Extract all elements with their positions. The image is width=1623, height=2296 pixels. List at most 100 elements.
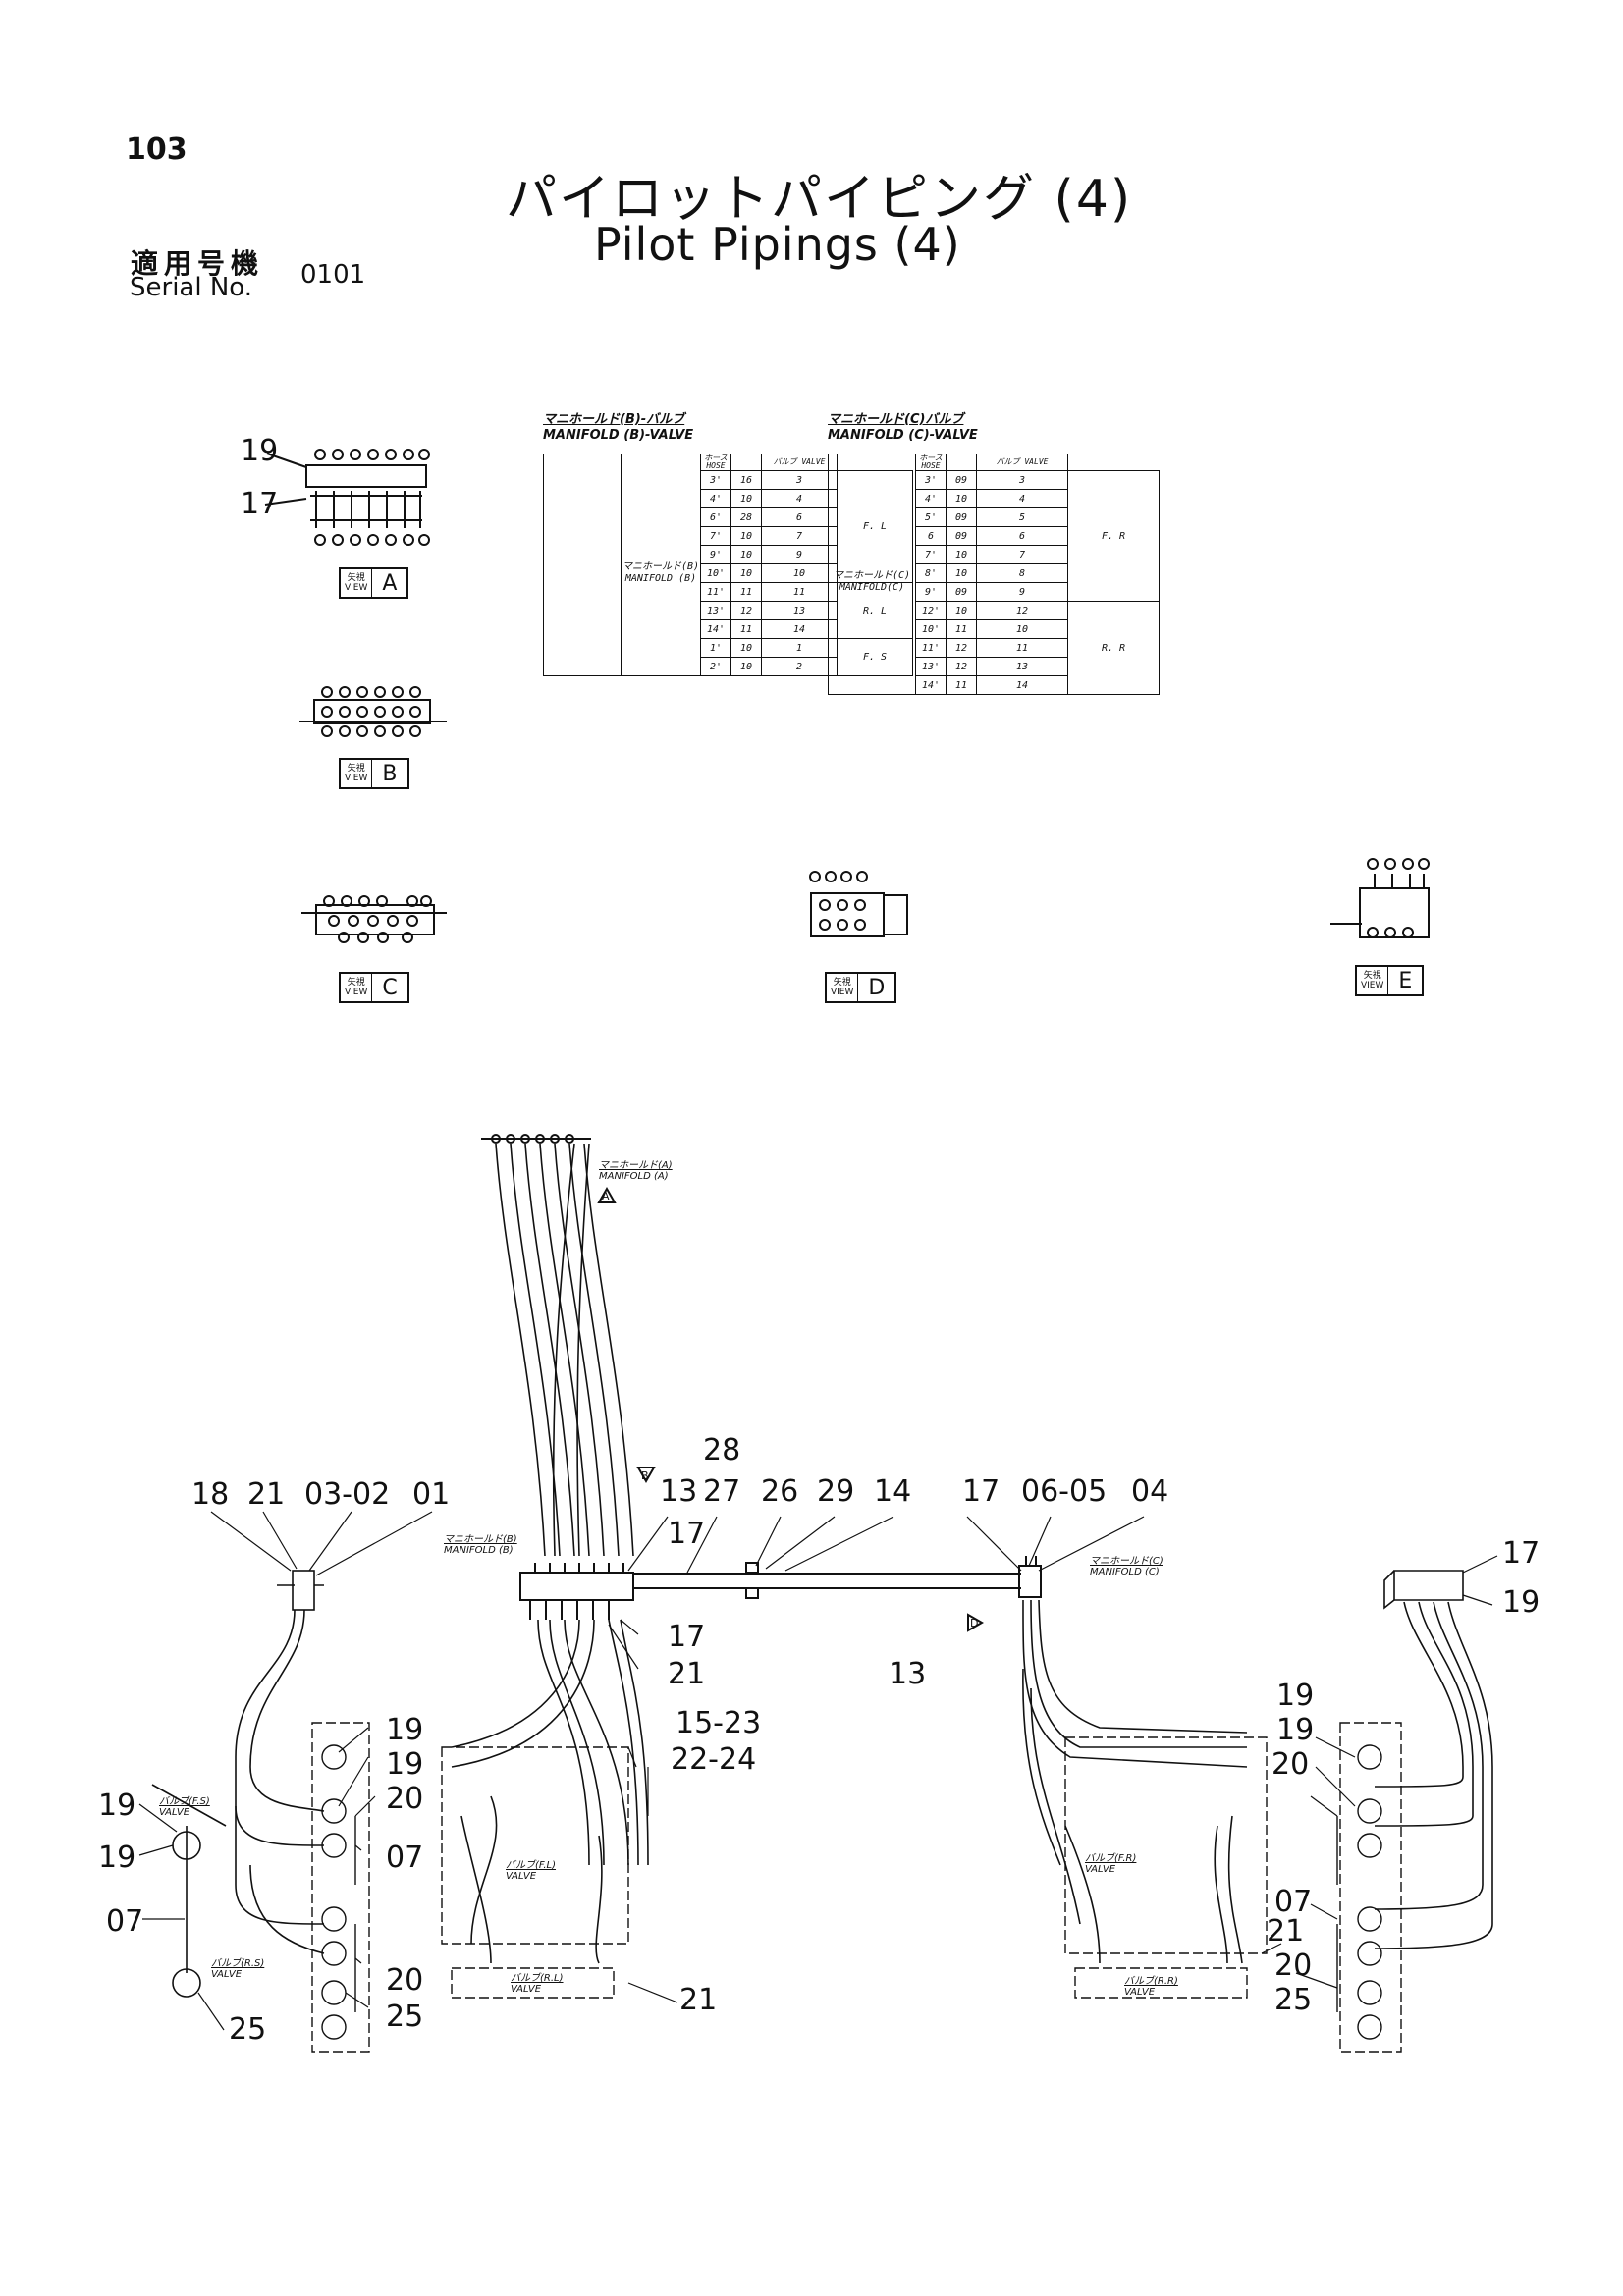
- callout-17-right: 17: [1502, 1536, 1541, 1571]
- callout-06-05: 06-05: [1021, 1474, 1108, 1509]
- callout-07-far-left: 07: [106, 1904, 144, 1939]
- table-c-group-rr: R. R: [1067, 601, 1160, 695]
- table-b-title-en: MANIFOLD (B)-VALVE: [543, 428, 694, 443]
- table-c-group-fr: F. R: [1067, 470, 1160, 602]
- callout-03-02: 03-02: [304, 1477, 391, 1512]
- manifold-b-label: マニホールド(B)MANIFOLD (B): [444, 1534, 517, 1556]
- callout-21-top-left: 21: [247, 1477, 286, 1512]
- left-fs-rs-hoses: [151, 1570, 325, 1998]
- view-arrow-a: A: [602, 1190, 610, 1202]
- callout-19-far-left-1: 19: [98, 1789, 136, 1823]
- view-b-manifold: [299, 686, 447, 737]
- callout-17-under-manifold-b: 17: [668, 1620, 706, 1654]
- page-title-english: Pilot Pipings (4): [594, 218, 961, 271]
- serial-label-english: Serial No.: [130, 273, 252, 302]
- view-arrow-d: D: [970, 1617, 978, 1629]
- hoses-manifold-c-to-valves: [1022, 1599, 1248, 1964]
- callout-01: 01: [412, 1477, 451, 1512]
- callout-19-left-1: 19: [386, 1713, 424, 1747]
- valve-rr-label: バルブ(R.R)VALVE: [1124, 1976, 1178, 1998]
- callout-20-right-1: 20: [1271, 1747, 1310, 1782]
- callout-19-far-left-2: 19: [98, 1841, 136, 1875]
- callout-25-right: 25: [1274, 1983, 1313, 2017]
- manifold-c-label: マニホールド(C)MANIFOLD (C): [1090, 1556, 1163, 1577]
- page-title-japanese: パイロットパイピング (4): [506, 170, 1133, 229]
- callout-25-left: 25: [386, 2000, 424, 2034]
- horizontal-pipe-14: [633, 1562, 1021, 1632]
- table-b-row-label-en: MANIFOLD (B): [624, 572, 697, 584]
- callout-14: 14: [874, 1474, 912, 1509]
- callout-20-left-2: 20: [386, 1963, 424, 1998]
- callout-04: 04: [1131, 1474, 1169, 1509]
- callout-29: 29: [817, 1474, 855, 1509]
- callout-17-view-a: 17: [241, 487, 279, 521]
- callout-19-right-2: 19: [1276, 1713, 1315, 1747]
- table-c-title-en: MANIFOLD (C)-VALVE: [828, 428, 978, 443]
- table-c-title-jp: マニホールド(C)バルブ: [828, 412, 964, 427]
- callout-20-right-2: 20: [1274, 1949, 1313, 1983]
- callout-19-view-a: 19: [241, 434, 279, 468]
- valve-fs-label: バルブ(F.S)VALVE: [159, 1796, 210, 1818]
- table-c-row-label-jp: マニホールド(C): [833, 570, 911, 582]
- manifold-c: [1018, 1556, 1042, 1598]
- serial-label-japanese: 適用号機: [131, 247, 265, 280]
- callout-28: 28: [703, 1433, 741, 1468]
- table-b-title: マニホールド(B)-バルブ MANIFOLD (B)-VALVE: [543, 412, 693, 444]
- callout-15-23: 15-23: [676, 1706, 762, 1740]
- callout-07-right: 07: [1274, 1885, 1313, 1919]
- left-valve-block: [311, 1722, 370, 2053]
- callout-19-right: 19: [1502, 1585, 1541, 1620]
- callout-26: 26: [761, 1474, 799, 1509]
- view-arrow-b: B: [641, 1469, 649, 1482]
- callout-20-left-1: 20: [386, 1782, 424, 1816]
- table-c: ホース HOSE バルブ VALVE マニホールド(C) MANIFOLD(C)…: [828, 454, 1160, 695]
- callout-22-24: 22-24: [671, 1742, 757, 1777]
- valve-fl-label: バルブ(F.L)VALVE: [506, 1860, 557, 1882]
- callout-19-left-2: 19: [386, 1747, 424, 1782]
- view-e-manifold: [1330, 858, 1430, 938]
- right-manifold-e-hoses: [1374, 1570, 1493, 1949]
- page-number: 103: [126, 133, 188, 167]
- valve-rs-label: バルブ(R.S)VALVE: [211, 1958, 265, 1980]
- table-c-title: マニホールド(C)バルブ MANIFOLD (C)-VALVE: [828, 412, 978, 444]
- callout-13-top: 13: [660, 1474, 698, 1509]
- table-row: ホース HOSE バルブ VALVE: [828, 454, 1160, 471]
- view-d-manifold: [809, 871, 908, 937]
- table-row: ホース HOSE バルブ VALVE: [543, 454, 913, 471]
- leader-lines: [138, 1511, 1498, 2031]
- callout-27: 27: [703, 1474, 741, 1509]
- callout-17-below-13: 17: [668, 1517, 706, 1551]
- valve-fr-rr-outline: [1064, 1736, 1268, 1999]
- table-b-row-label-jp: マニホールド(B): [622, 561, 700, 572]
- callout-19-right-1: 19: [1276, 1679, 1315, 1713]
- view-a-manifold: [264, 449, 430, 546]
- manifold-a: [481, 1134, 617, 1203]
- callout-07-left: 07: [386, 1841, 424, 1875]
- serial-number-value: 0101: [300, 260, 366, 290]
- manifold-b: [519, 1467, 656, 1620]
- view-c-manifold: [301, 895, 447, 943]
- valve-rl-label: バルブ(R.L)VALVE: [511, 1973, 564, 1995]
- hose-bundle-a-to-b: [495, 1143, 634, 1557]
- valve-fr-label: バルブ(F.R)VALVE: [1085, 1853, 1137, 1875]
- callout-25-far-left: 25: [229, 2012, 267, 2047]
- right-valve-block: [1336, 1722, 1402, 2053]
